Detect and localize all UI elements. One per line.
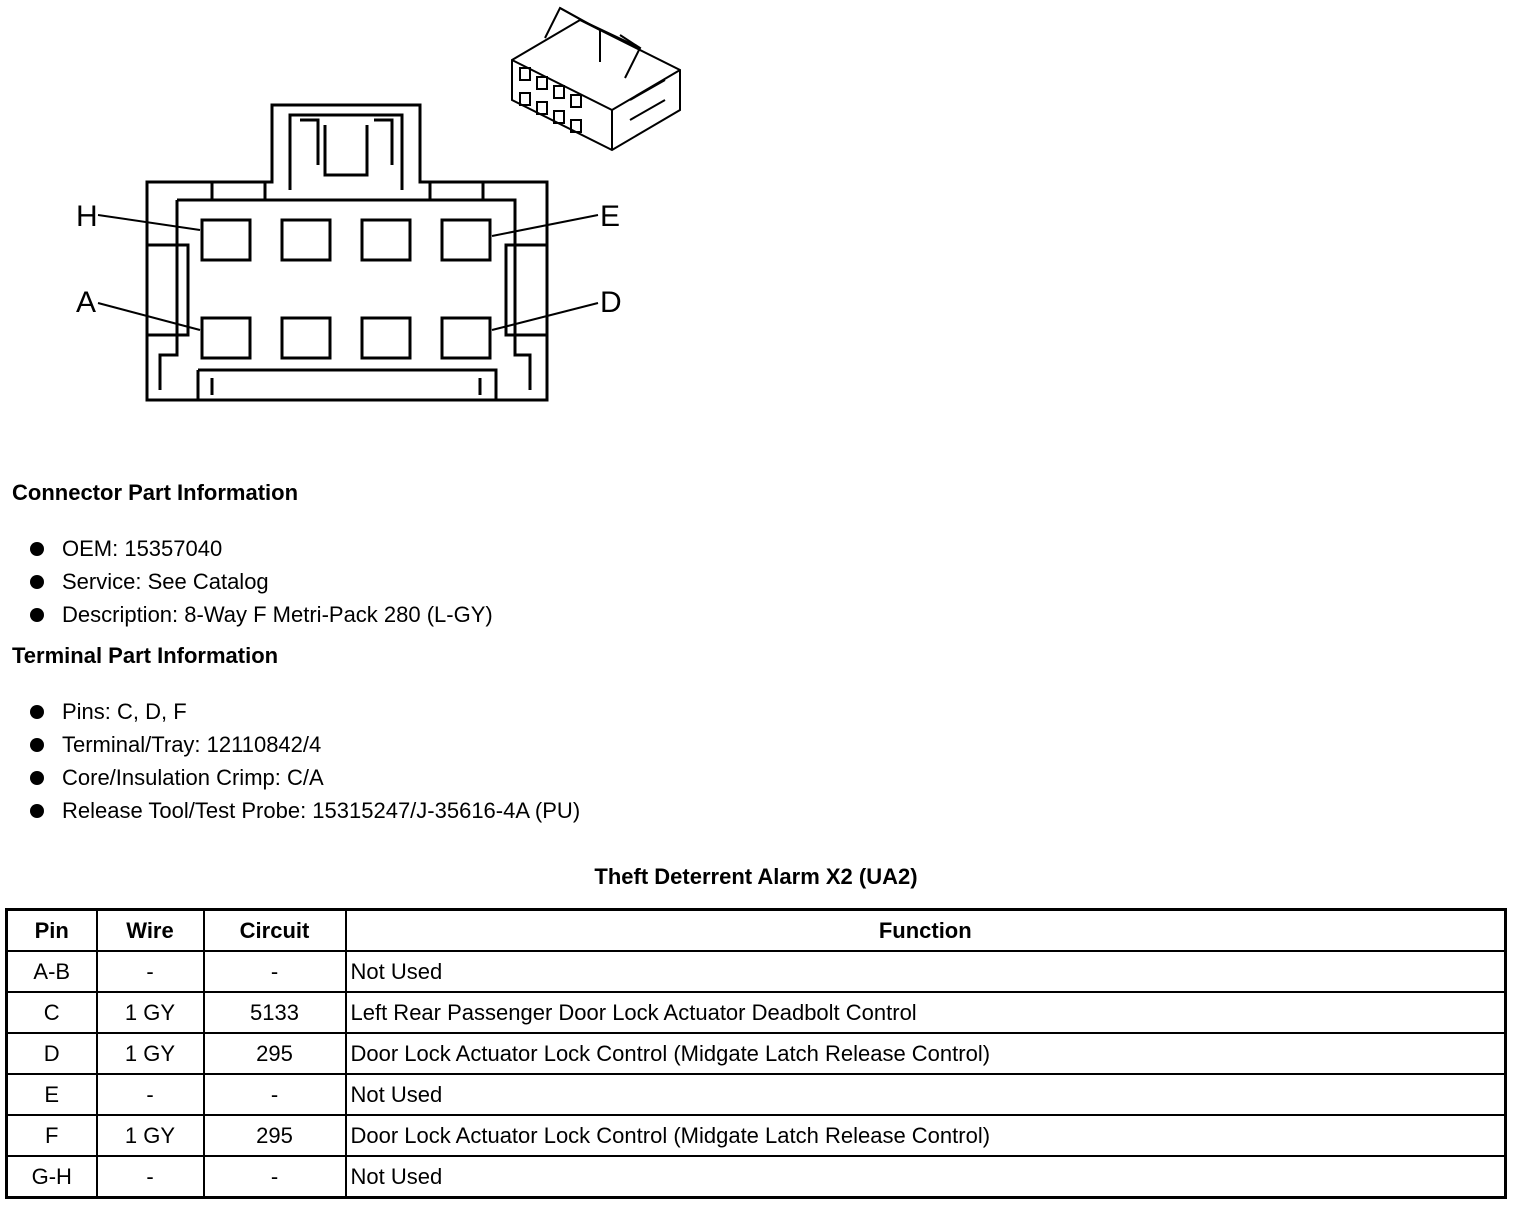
cell-function: Left Rear Passenger Door Lock Actuator D… bbox=[344, 991, 1507, 1034]
terminal-info-list: Pins: C, D, F Terminal/Tray: 12110842/4 … bbox=[30, 695, 580, 827]
cell-function: Not Used bbox=[344, 1073, 1507, 1116]
cell-wire: 1 GY bbox=[95, 991, 205, 1034]
bullet-icon bbox=[30, 771, 44, 785]
cell-circuit: 5133 bbox=[202, 991, 347, 1034]
cell-pin: D bbox=[5, 1032, 98, 1075]
terminal-info-heading: Terminal Part Information bbox=[12, 643, 279, 668]
header-wire: Wire bbox=[95, 908, 205, 952]
table-row: C 1 GY 5133 Left Rear Passenger Door Loc… bbox=[5, 991, 1507, 1034]
cell-pin: G-H bbox=[5, 1155, 98, 1199]
pin-label-d: D bbox=[600, 286, 622, 319]
bullet-icon bbox=[30, 804, 44, 818]
table-title: Theft Deterrent Alarm X2 (UA2) bbox=[594, 864, 918, 889]
connector-info-list: OEM: 15357040 Service: See Catalog Descr… bbox=[30, 532, 493, 631]
table-row: A-B - - Not Used bbox=[5, 950, 1507, 993]
cavity-c bbox=[360, 316, 412, 360]
bullet-icon bbox=[30, 738, 44, 752]
table-row: G-H - - Not Used bbox=[5, 1155, 1507, 1199]
cell-function: Not Used bbox=[344, 950, 1507, 993]
bullet-icon bbox=[30, 542, 44, 556]
cell-function: Not Used bbox=[344, 1155, 1507, 1199]
cavity-a bbox=[200, 316, 252, 360]
cell-pin: F bbox=[5, 1114, 98, 1157]
pinout-table: Pin Wire Circuit Function A-B - - Not Us… bbox=[5, 908, 1507, 1199]
cell-wire: - bbox=[95, 950, 205, 993]
cavity-h bbox=[200, 218, 252, 262]
cell-wire: - bbox=[95, 1155, 205, 1199]
cell-pin: C bbox=[5, 991, 98, 1034]
list-item: OEM: 15357040 bbox=[30, 532, 493, 565]
cell-pin: A-B bbox=[5, 950, 98, 993]
list-item: Service: See Catalog bbox=[30, 565, 493, 598]
cell-wire: 1 GY bbox=[95, 1114, 205, 1157]
cell-pin: E bbox=[5, 1073, 98, 1116]
cavity-f bbox=[360, 218, 412, 262]
bullet-icon bbox=[30, 705, 44, 719]
table-row: E - - Not Used bbox=[5, 1073, 1507, 1116]
cavity-b bbox=[280, 316, 332, 360]
list-item: Release Tool/Test Probe: 15315247/J-3561… bbox=[30, 794, 580, 827]
bullet-icon bbox=[30, 575, 44, 589]
cavity-g bbox=[280, 218, 332, 262]
header-pin: Pin bbox=[5, 908, 98, 952]
cell-wire: - bbox=[95, 1073, 205, 1116]
table-header-row: Pin Wire Circuit Function bbox=[5, 908, 1507, 952]
cell-wire: 1 GY bbox=[95, 1032, 205, 1075]
bullet-icon bbox=[30, 608, 44, 622]
list-item: Pins: C, D, F bbox=[30, 695, 580, 728]
pin-label-e: E bbox=[600, 200, 620, 233]
cell-circuit: - bbox=[202, 950, 347, 993]
cell-circuit: 295 bbox=[202, 1032, 347, 1075]
cell-function: Door Lock Actuator Lock Control (Midgate… bbox=[344, 1114, 1507, 1157]
cell-function: Door Lock Actuator Lock Control (Midgate… bbox=[344, 1032, 1507, 1075]
connector-diagram: H E A D bbox=[76, 6, 681, 402]
table-row: D 1 GY 295 Door Lock Actuator Lock Contr… bbox=[5, 1032, 1507, 1075]
header-circuit: Circuit bbox=[202, 908, 347, 952]
cell-circuit: - bbox=[202, 1155, 347, 1199]
list-item: Terminal/Tray: 12110842/4 bbox=[30, 728, 580, 761]
connector-3d-view bbox=[511, 6, 681, 152]
cell-circuit: - bbox=[202, 1073, 347, 1116]
cavity-d bbox=[440, 316, 492, 360]
table-row: F 1 GY 295 Door Lock Actuator Lock Contr… bbox=[5, 1114, 1507, 1157]
cell-circuit: 295 bbox=[202, 1114, 347, 1157]
connector-info-heading: Connector Part Information bbox=[12, 480, 299, 505]
header-function: Function bbox=[344, 908, 1507, 952]
list-item: Core/Insulation Crimp: C/A bbox=[30, 761, 580, 794]
pin-label-a: A bbox=[76, 286, 96, 319]
list-item: Description: 8-Way F Metri-Pack 280 (L-G… bbox=[30, 598, 493, 631]
pin-label-h: H bbox=[76, 200, 98, 233]
connector-body-outline bbox=[145, 103, 549, 402]
cavity-e bbox=[440, 218, 492, 262]
